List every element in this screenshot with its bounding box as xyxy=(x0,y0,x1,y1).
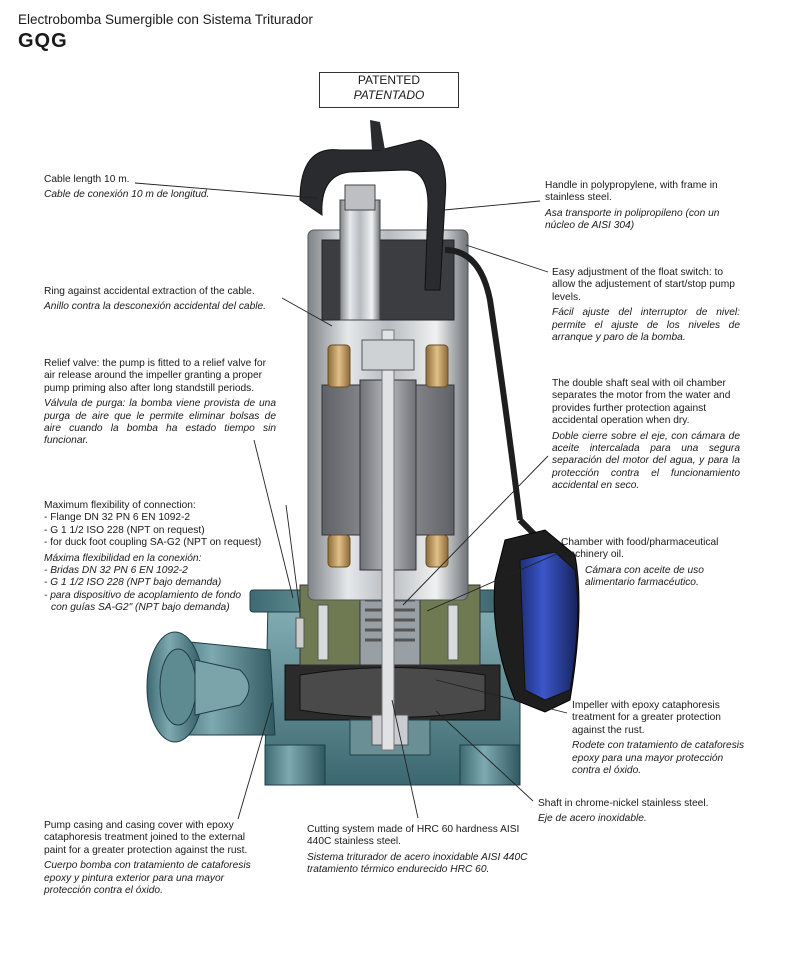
leader-impeller xyxy=(435,679,568,714)
label-relief-en: Relief valve: the pump is fitted to a re… xyxy=(44,358,266,394)
label-flex-item-en: - G 1 1/2 ISO 228 (NPT on request) xyxy=(44,524,205,536)
label-handle-es: Asa transporte in polipropileno (con un … xyxy=(545,207,720,232)
label-float-en: Easy adjustment of the float switch: to … xyxy=(552,267,735,303)
label-flex-title-es: Máxima flexibilidad en la conexión: xyxy=(44,552,202,564)
label-relief-es: Válvula de purga: la bomba viene provist… xyxy=(44,398,276,447)
leader-cable xyxy=(134,182,319,199)
label-casing-en: Pump casing and casing cover with epoxy … xyxy=(44,820,248,856)
label-flex-item-es: con guías SA-G2" (NPT bajo demanda) xyxy=(51,602,230,614)
label-chamber-es: Cámara con aceite de uso alimentario far… xyxy=(585,564,704,589)
leader-casing xyxy=(237,702,273,820)
label-cutting: Cutting system made of HRC 60 hardness A… xyxy=(307,824,529,877)
leader-shaft xyxy=(435,710,534,802)
label-chamber-en: Chamber with food/pharmaceutical machine… xyxy=(561,537,719,561)
label-handle-en: Handle in polypropylene, with frame in s… xyxy=(545,180,718,204)
header-subtitle: Electrobomba Sumergible con Sistema Trit… xyxy=(18,12,313,27)
label-ring: Ring against accidental extraction of th… xyxy=(44,286,284,314)
label-relief: Relief valve: the pump is fitted to a re… xyxy=(44,358,276,448)
label-impeller-es: Rodete con tratamiento de cataforesis ep… xyxy=(572,740,745,777)
label-float-es: Fácil ajuste del interruptor de nivel: p… xyxy=(552,307,740,344)
label-casing: Pump casing and casing cover with epoxy … xyxy=(44,820,256,897)
leader-handle xyxy=(443,200,541,211)
label-cutting-es: Sistema triturador de acero inoxidable A… xyxy=(307,851,528,876)
leader-chamber xyxy=(426,551,562,612)
leader-ring xyxy=(281,297,333,327)
label-flex-title-en: Maximum flexibility of connection: xyxy=(44,500,196,511)
label-shaft-es: Eje de acero inoxidable. xyxy=(538,813,647,825)
leader-flex xyxy=(285,504,301,613)
label-impeller-en: Impeller with epoxy cataphoresis treatme… xyxy=(572,700,721,736)
label-shaft-en: Shaft in chrome-nickel stainless steel. xyxy=(538,798,709,809)
label-ring-en: Ring against accidental extraction of th… xyxy=(44,286,255,297)
patent-en: PATENTED xyxy=(357,73,421,87)
label-flex-item-en: - for duck foot coupling SA-G2 (NPT on r… xyxy=(44,537,262,549)
label-float: Easy adjustment of the float switch: to … xyxy=(552,267,740,344)
label-cutting-en: Cutting system made of HRC 60 hardness A… xyxy=(307,824,520,848)
label-seal: The double shaft seal with oil chamber s… xyxy=(552,378,740,493)
label-flex: Maximum flexibility of connection: - Fla… xyxy=(44,500,304,615)
label-impeller: Impeller with epoxy cataphoresis treatme… xyxy=(572,700,752,777)
label-seal-en: The double shaft seal with oil chamber s… xyxy=(552,378,731,427)
label-handle: Handle in polypropylene, with frame in s… xyxy=(545,180,740,233)
patent-box: PATENTED PATENTADO xyxy=(319,72,459,108)
label-ring-es: Anillo contra la desconexión accidental … xyxy=(44,301,267,313)
label-cable-en: Cable length 10 m. xyxy=(44,174,130,185)
leader-seal xyxy=(402,455,549,606)
label-casing-es: Cuerpo bomba con tratamiento de catafore… xyxy=(44,860,251,897)
leader-float xyxy=(465,244,549,273)
label-flex-item-es: - Bridas DN 32 PN 6 EN 1092-2 xyxy=(44,565,188,577)
label-flex-item-es: - G 1 1/2 ISO 228 (NPT bajo demanda) xyxy=(44,577,222,589)
patent-es: PATENTADO xyxy=(353,88,425,102)
model-title: GQG xyxy=(18,30,68,52)
label-cable-es: Cable de conexión 10 m de longitud. xyxy=(44,189,210,201)
leader-relief xyxy=(253,439,294,599)
label-shaft: Shaft in chrome-nickel stainless steel. … xyxy=(538,798,758,826)
label-flex-item-es: - para dispositivo de acoplamiento de fo… xyxy=(44,589,242,601)
label-seal-es: Doble cierre sobre el eje, con cámara de… xyxy=(552,430,740,492)
label-cable: Cable length 10 m. Cable de conexión 10 … xyxy=(44,174,284,202)
leader-cutting xyxy=(391,699,419,819)
label-flex-item-en: - Flange DN 32 PN 6 EN 1092-2 xyxy=(44,512,191,524)
label-chamber: Chamber with food/pharmaceutical machine… xyxy=(561,537,741,590)
